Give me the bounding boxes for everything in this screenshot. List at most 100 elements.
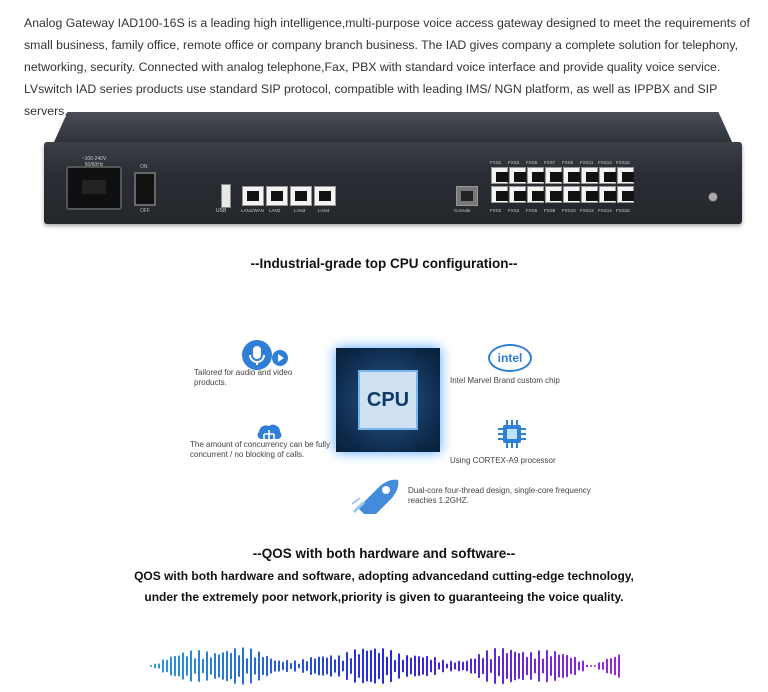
wave-bar [598, 662, 600, 670]
wave-bar [566, 654, 568, 678]
ground-screw [708, 192, 718, 202]
wave-bar [194, 658, 196, 674]
wave-bar [486, 650, 488, 682]
wave-bar [546, 649, 548, 683]
wave-bar [438, 662, 440, 670]
lan-port [242, 186, 264, 206]
wave-bar [522, 651, 524, 681]
wave-bar [534, 658, 536, 674]
wave-bar [606, 658, 608, 674]
wave-bar [454, 662, 456, 670]
wave-bar [262, 656, 264, 676]
microphone-icon [242, 340, 272, 370]
feature-audio-text: Tailored for audio and video products. [194, 368, 293, 387]
wave-bar [306, 660, 308, 672]
console-port [456, 186, 478, 206]
fxs-port [527, 186, 544, 203]
wave-bar [422, 657, 424, 675]
processor-chip-icon [496, 418, 528, 455]
wave-bar [370, 649, 372, 683]
wave-bar [330, 655, 332, 677]
wave-bar [350, 658, 352, 674]
wave-bar [374, 648, 376, 684]
wave-bar [506, 653, 508, 679]
wave-bar [346, 651, 348, 681]
wave-bar [326, 657, 328, 675]
wave-bar [582, 660, 584, 672]
fxs-label: FXS7 [544, 160, 556, 165]
wave-bar [578, 661, 580, 671]
lan-label: LAN2 [269, 208, 281, 213]
wave-bar [354, 649, 356, 683]
wave-bar [450, 660, 452, 672]
wave-bar [282, 661, 284, 671]
wave-bar [442, 659, 444, 673]
wave-bar [250, 648, 252, 684]
fxs-label: FXS15 [616, 160, 630, 165]
wave-bar [570, 657, 572, 675]
wave-bar [386, 656, 388, 676]
wave-bar [150, 665, 152, 667]
wave-bar [214, 652, 216, 680]
qos-line-2: under the extremely poor network,priorit… [144, 590, 624, 604]
device-top-panel [54, 112, 732, 142]
wave-bar [246, 658, 248, 674]
fxs-port [509, 167, 526, 184]
wave-bar [550, 656, 552, 676]
wave-bar [382, 648, 384, 684]
wave-bar [234, 648, 236, 684]
console-label: Console [454, 208, 471, 213]
switch-on-label: ON [140, 164, 148, 170]
wave-bar [478, 653, 480, 679]
lan-port [314, 186, 336, 206]
wave-bar [446, 663, 448, 669]
cpu-section-title: --Industrial-grade top CPU configuration… [250, 256, 518, 271]
fxs-label: FXS11 [580, 160, 594, 165]
fxs-label: FXS3 [508, 160, 520, 165]
fxs-label: FXS1 [490, 160, 502, 165]
wave-bar [466, 660, 468, 672]
wave-bar [202, 658, 204, 674]
play-icon [272, 350, 288, 366]
wave-bar [594, 665, 596, 667]
wave-bar [526, 656, 528, 676]
wave-bar [538, 650, 540, 682]
feature-intel-text: Intel Marvel Brand custom chip [450, 376, 560, 385]
fxs-port [563, 186, 580, 203]
wave-bar [318, 656, 320, 676]
wave-bar [502, 647, 504, 685]
feature-dualcore-text: Dual-core four-thread design, single-cor… [408, 486, 591, 505]
wave-bar [618, 654, 620, 678]
fxs-port [509, 186, 526, 203]
wave-bar [358, 654, 360, 678]
wave-bar [474, 658, 476, 674]
wave-bar [158, 663, 160, 669]
wave-bar [418, 656, 420, 676]
fxs-port [581, 186, 598, 203]
wave-bar [310, 656, 312, 676]
fxs-label: FXS8 [544, 208, 556, 213]
fxs-label: FXS5 [526, 160, 538, 165]
cpu-label: CPU [358, 370, 418, 430]
fxs-label: FXS2 [490, 208, 502, 213]
lan-label: LAN4 [318, 208, 330, 213]
wave-bar [178, 655, 180, 677]
intel-logo: intel [488, 344, 532, 372]
wave-bar [558, 654, 560, 678]
wave-bar [198, 649, 200, 683]
fxs-port [617, 186, 634, 203]
wave-bar [182, 652, 184, 680]
wave-bar [206, 651, 208, 681]
wave-bar [554, 651, 556, 681]
wave-bar [342, 660, 344, 672]
fxs-port [599, 167, 616, 184]
fxs-port [545, 186, 562, 203]
wave-bar [314, 658, 316, 674]
wave-bar [302, 658, 304, 674]
fxs-label: FXS16 [616, 208, 630, 213]
wave-bar [470, 658, 472, 674]
wave-bar [218, 654, 220, 678]
wave-bar [434, 656, 436, 676]
fxs-port [581, 167, 598, 184]
wave-bar [490, 658, 492, 674]
